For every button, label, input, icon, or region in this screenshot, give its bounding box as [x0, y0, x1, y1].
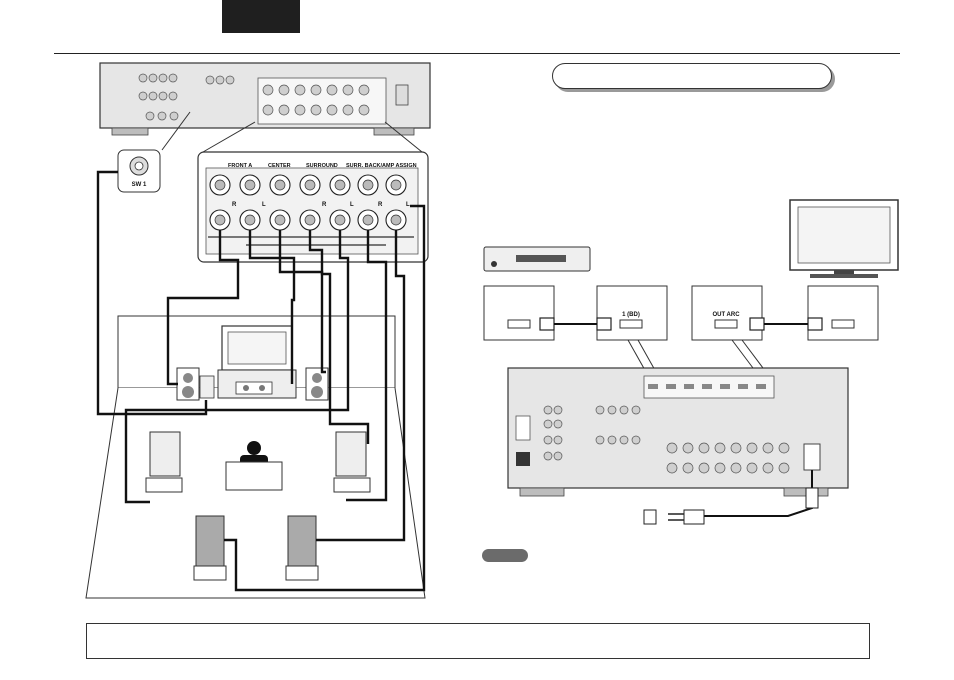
subwoofer-jack-callout: SW 1 — [117, 149, 161, 193]
listening-room — [85, 315, 426, 599]
surround-back-l-label: L — [406, 202, 410, 208]
center-label: CENTER — [268, 163, 291, 169]
header-rule — [54, 53, 900, 54]
surround-back-r-label: R — [378, 202, 383, 208]
note-badge — [482, 549, 528, 562]
surround-l-label: L — [350, 202, 354, 208]
speaker-cables — [96, 170, 426, 592]
receiver-rear-top — [99, 62, 431, 153]
tv-out-arc-label: OUT ARC — [712, 312, 740, 318]
subwoofer-jack-label: SW 1 — [132, 182, 147, 188]
bluray-player — [483, 246, 591, 272]
surround-back-label: SURR. BACK/AMP ASSIGN — [346, 163, 417, 169]
speaker-terminal-panel: FRONT A CENTER SURROUND SURR. BACK/AMP A… — [197, 151, 429, 263]
front-l-label: L — [262, 202, 266, 208]
section-title-pill — [552, 63, 832, 89]
hdmi-cables — [539, 317, 823, 373]
front-r-label: R — [232, 202, 237, 208]
surround-r-label: R — [322, 202, 327, 208]
receiver-rear-full — [507, 367, 849, 497]
power-cord — [643, 470, 819, 525]
surround-label: SURROUND — [306, 163, 338, 169]
front-label: FRONT A — [228, 163, 252, 169]
header-tab-block — [222, 0, 300, 33]
television — [789, 199, 899, 278]
footer-note-box — [86, 623, 870, 659]
hdmi-jack-boxes: 1 (BD) OUT ARC — [483, 285, 879, 341]
bd-input-label: 1 (BD) — [622, 312, 640, 318]
